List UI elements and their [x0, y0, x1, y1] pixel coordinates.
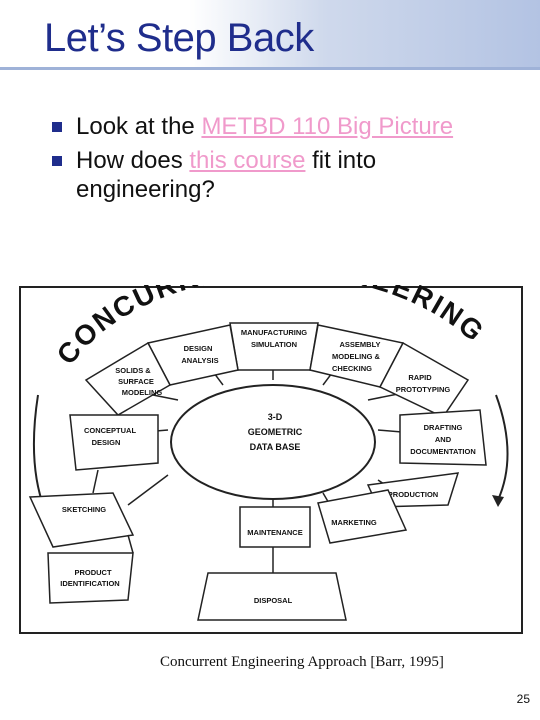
- bullet-item-course-fit: How does this course fit into engineerin…: [46, 146, 486, 204]
- node-label: CHECKING: [332, 364, 372, 373]
- node-product-identification: PRODUCT IDENTIFICATION: [47, 552, 134, 604]
- node-label: IDENTIFICATION: [60, 579, 119, 588]
- bullet-item-big-picture: Look at the METBD 110 Big Picture: [46, 112, 486, 141]
- slide-title: Let’s Step Back: [44, 16, 314, 60]
- diagram-caption: Concurrent Engineering Approach [Barr, 1…: [160, 654, 444, 670]
- node-label: ANALYSIS: [181, 356, 218, 365]
- node-solids: SOLIDS & SURFACE MODELING: [84, 341, 171, 416]
- node-label: PRODUCTION: [388, 490, 438, 499]
- title-bar: [0, 0, 540, 70]
- flow-connectors: [92, 469, 274, 573]
- this-course-link[interactable]: this course: [189, 147, 306, 174]
- hub-label: 3-D: [268, 412, 283, 422]
- node-label: RAPID: [408, 373, 432, 382]
- node-label: SURFACE: [118, 377, 154, 386]
- square-bullet-icon: [52, 122, 62, 132]
- node-label: DRAFTING: [424, 423, 463, 432]
- node-label: PROTOTYPING: [396, 385, 451, 394]
- metbd-big-picture-link[interactable]: METBD 110 Big Picture: [201, 113, 454, 140]
- node-label: DESIGN: [184, 344, 213, 353]
- node-drafting: DRAFTING AND DOCUMENTATION: [399, 409, 487, 466]
- bullet-text: How does: [76, 147, 190, 174]
- geometric-database-hub: 3-D GEOMETRIC DATA BASE: [170, 384, 376, 500]
- node-sketching: SKETCHING: [28, 492, 135, 548]
- node-label: DOCUMENTATION: [410, 447, 476, 456]
- node-label: SKETCHING: [62, 505, 106, 514]
- node-label: MODELING &: [332, 352, 380, 361]
- node-label: CONCEPTUAL: [84, 426, 137, 435]
- page-number: 25: [516, 692, 530, 706]
- node-maintenance: MAINTENANCE: [239, 506, 311, 548]
- node-label: SOLIDS &: [115, 366, 151, 375]
- node-manufacturing: MANUFACTURING SIMULATION: [229, 322, 319, 371]
- node-label: SIMULATION: [251, 340, 297, 349]
- node-label: MAINTENANCE: [247, 528, 302, 537]
- hub-label: GEOMETRIC: [248, 427, 303, 437]
- node-label: PRODUCT: [74, 568, 112, 577]
- bullet-list: Look at the METBD 110 Big Picture How do…: [46, 112, 486, 209]
- bullet-text: Look at the: [76, 113, 202, 140]
- concurrent-engineering-diagram: CONCURRENT ENGINEERING MANUFACTURING SIM…: [19, 285, 523, 634]
- node-marketing: MARKETING: [317, 489, 408, 544]
- hub-label: DATA BASE: [250, 442, 301, 452]
- node-label: DISPOSAL: [254, 596, 293, 605]
- node-label: DESIGN: [92, 438, 121, 447]
- node-conceptual: CONCEPTUAL DESIGN: [69, 414, 159, 471]
- node-label: MODELING: [122, 388, 163, 397]
- node-disposal: DISPOSAL: [197, 572, 347, 621]
- title-divider: [0, 67, 540, 70]
- bullet-text: fit into engineering?: [76, 147, 377, 203]
- node-assembly: ASSEMBLY MODELING & CHECKING: [309, 324, 405, 388]
- node-label: MANUFACTURING: [241, 328, 307, 337]
- square-bullet-icon: [52, 156, 62, 166]
- node-label: AND: [435, 435, 452, 444]
- node-label: ASSEMBLY: [340, 340, 381, 349]
- node-label: MARKETING: [331, 518, 377, 527]
